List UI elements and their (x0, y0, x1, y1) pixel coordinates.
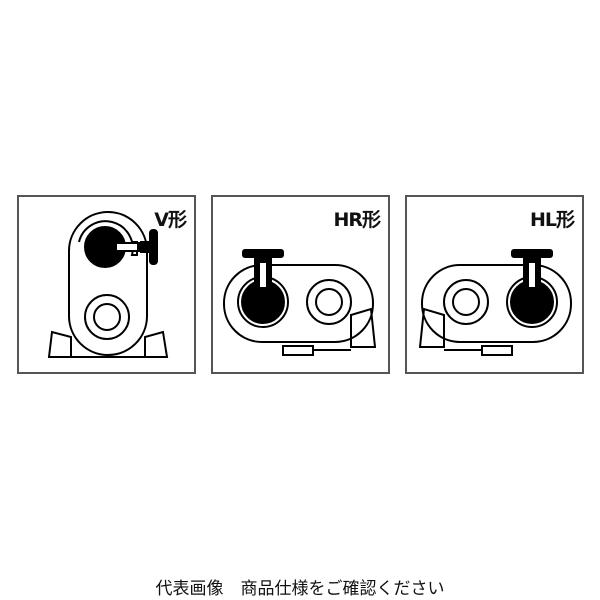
type-label: HR形 (333, 209, 381, 231)
v-type-diagram (47, 211, 169, 358)
hl-type-diagram (418, 249, 572, 356)
hr-type-diagram (223, 249, 377, 356)
panel-hl-type: HL形 (405, 195, 584, 374)
panel-hr-type: HR形 (211, 195, 390, 374)
type-label: HL形 (529, 209, 575, 231)
type-label: V形 (154, 209, 187, 231)
caption: 代表画像 商品仕様をご確認ください (155, 579, 445, 599)
panel-v-type: V形 (17, 195, 196, 374)
